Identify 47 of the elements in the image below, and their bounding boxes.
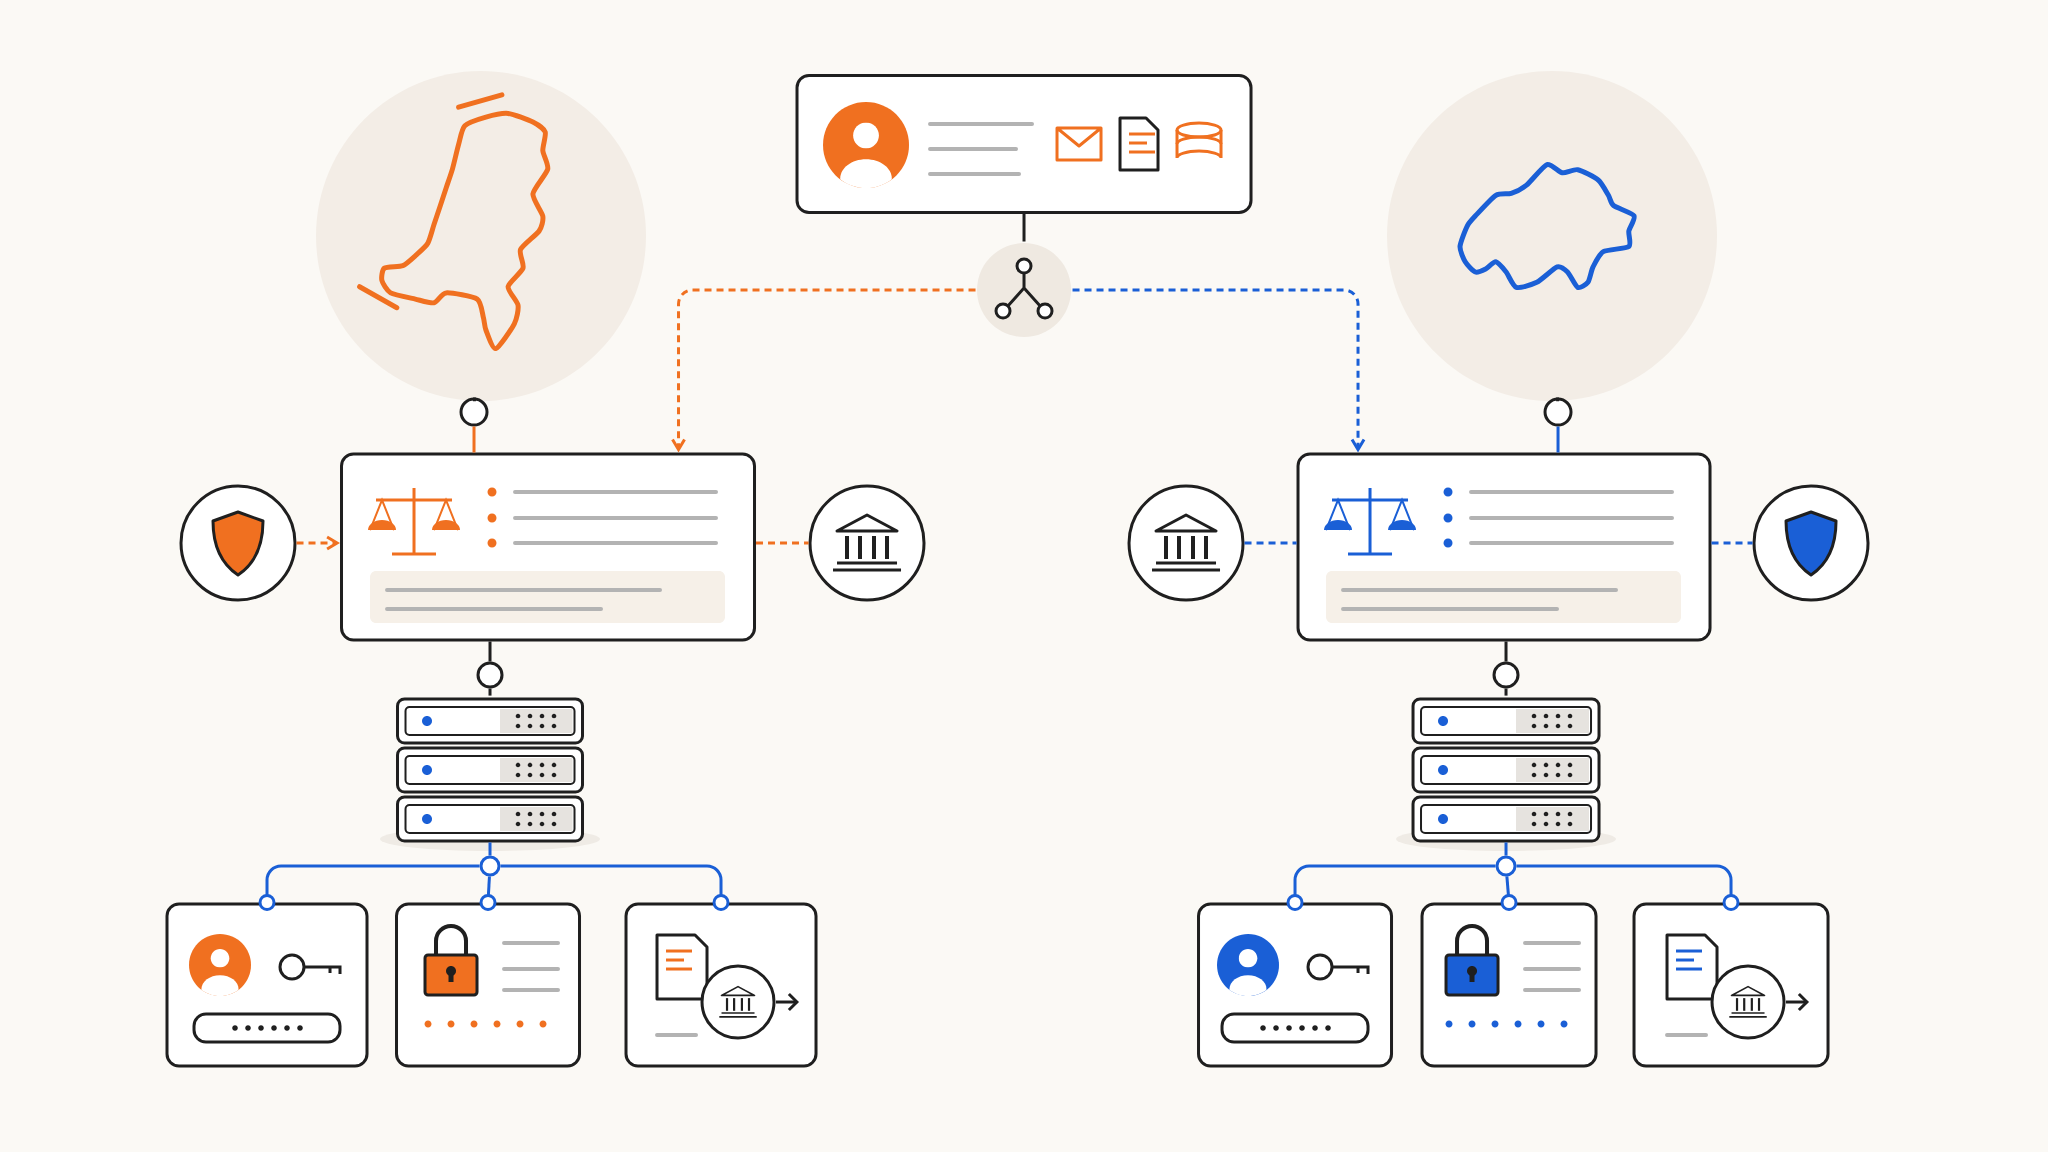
connector-line	[472, 397, 477, 402]
bank-badge	[808, 484, 926, 602]
arrow	[296, 535, 340, 551]
shield-badge	[179, 484, 297, 602]
network-node	[977, 243, 1071, 337]
lock-card	[395, 902, 581, 1068]
connector-dot	[1492, 661, 1520, 689]
connector-line	[1022, 214, 1026, 242]
connector-line	[488, 842, 492, 856]
connector-line	[479, 876, 497, 911]
connector-dot	[1543, 397, 1573, 427]
junction-dot	[1495, 855, 1517, 877]
connector-line	[500, 864, 730, 911]
connector-line	[258, 864, 480, 911]
profile-card	[795, 74, 1253, 214]
junction-dot	[479, 855, 501, 877]
login-card	[1197, 902, 1393, 1068]
connector-line	[1711, 541, 1753, 545]
map-drawing	[1387, 71, 1718, 401]
map-drawing	[316, 71, 646, 401]
connector-line	[756, 541, 809, 545]
rules-card	[1296, 452, 1712, 642]
login-card	[165, 902, 369, 1068]
connector-dot	[459, 397, 489, 427]
connector-line	[1244, 541, 1297, 545]
shield-badge	[1752, 484, 1870, 602]
arrow	[1072, 288, 1366, 453]
document-card	[624, 902, 818, 1068]
connector-line	[1504, 641, 1508, 662]
connector-line	[488, 641, 492, 662]
rules-card	[340, 452, 756, 642]
lock-card	[1420, 902, 1598, 1068]
connector-line	[488, 688, 492, 696]
connector-line	[1556, 397, 1560, 402]
connector-line	[1504, 688, 1508, 696]
document-card	[1632, 902, 1830, 1068]
server-drawing	[1396, 697, 1616, 851]
bank-badge	[1127, 484, 1245, 602]
connector-dot	[476, 661, 504, 689]
connector-line	[1556, 426, 1560, 453]
arrow	[671, 288, 976, 453]
connector-line	[1516, 864, 1740, 911]
connector-line	[1504, 842, 1508, 856]
connector-line	[1286, 864, 1496, 911]
server-drawing	[380, 697, 600, 851]
connector-line	[1500, 876, 1518, 911]
connector-line	[472, 426, 476, 453]
